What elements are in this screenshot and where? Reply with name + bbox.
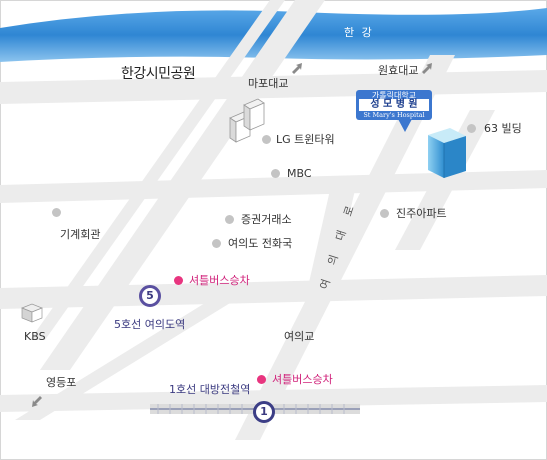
road-wonhyo-diagonal [235, 55, 455, 440]
river-label: 한 강 [344, 26, 374, 39]
landmark-marker-mbc [271, 169, 280, 178]
kbs-building-icon [21, 303, 43, 323]
road-riverside [0, 70, 547, 104]
road-middle [0, 170, 547, 203]
landmark-yeouigyo: 여의교 [284, 330, 315, 343]
landmark-marker-jinju [380, 209, 389, 218]
bridge-wonhyo-label: 원효대교 [378, 64, 419, 77]
hospital-sign-pointer [398, 119, 412, 132]
landmark-marker-gigye [52, 208, 61, 217]
road-bottom [0, 385, 547, 412]
shuttle-stop-top-marker [174, 276, 183, 285]
subway-line5-icon: 5 [139, 285, 161, 307]
landmark-marker-lg [262, 135, 271, 144]
bridge-mapo-label: 마포대교 [248, 77, 289, 90]
hospital-sign-english: St Mary's Hospital [363, 111, 425, 119]
arrow-up-right-icon [292, 63, 432, 74]
landmark-kbs: KBS [24, 330, 46, 343]
landmark-marker-63 [467, 124, 476, 133]
landmark-stock-exchange: 증권거래소 [241, 213, 292, 226]
station-line5-label: 5호선 여의도역 [114, 318, 186, 331]
arrow-down-left-icon [32, 396, 42, 407]
road-yeouidaero [305, 190, 355, 300]
landmark-marker-telecom [212, 239, 221, 248]
park-label: 한강시민공원 [121, 66, 196, 82]
road-right-diagonal [395, 110, 495, 250]
hospital-sign[interactable]: 가톨릭대학교 성 모 병 원 St Mary's Hospital [356, 90, 432, 120]
landmark-yeouido-telecom: 여의도 전화국 [228, 237, 293, 250]
hospital-sign-university: 가톨릭대학교 [371, 91, 417, 100]
landmark-jinju-apartment: 진주아파트 [396, 207, 447, 220]
station-line1-label: 1호선 대방전철역 [169, 383, 251, 396]
landmark-63-building: 63 빌딩 [484, 122, 522, 135]
landmark-lg-twin-tower: LG 트윈타워 [276, 133, 335, 146]
shuttle-stop-bottom-marker [257, 375, 266, 384]
subway-line1-icon: 1 [253, 401, 275, 423]
shuttle-stop-top: 셔틀버스승차 [189, 274, 250, 287]
landmark-yeongdeungpo: 영등포 [46, 376, 77, 389]
lg-twin-tower-building-icon [229, 98, 265, 143]
landmark-marker-exchange [225, 215, 234, 224]
hospital-sign-name: 성 모 병 원 [359, 99, 429, 111]
road-network [0, 0, 547, 440]
road-lower [0, 275, 547, 309]
landmark-mbc: MBC [287, 167, 312, 180]
road-yeongdeungpo [15, 300, 235, 420]
building-63-icon [428, 128, 466, 178]
landmark-gigye-hall: 기계회관 [60, 228, 101, 241]
shuttle-stop-bottom: 셔틀버스승차 [272, 373, 333, 386]
